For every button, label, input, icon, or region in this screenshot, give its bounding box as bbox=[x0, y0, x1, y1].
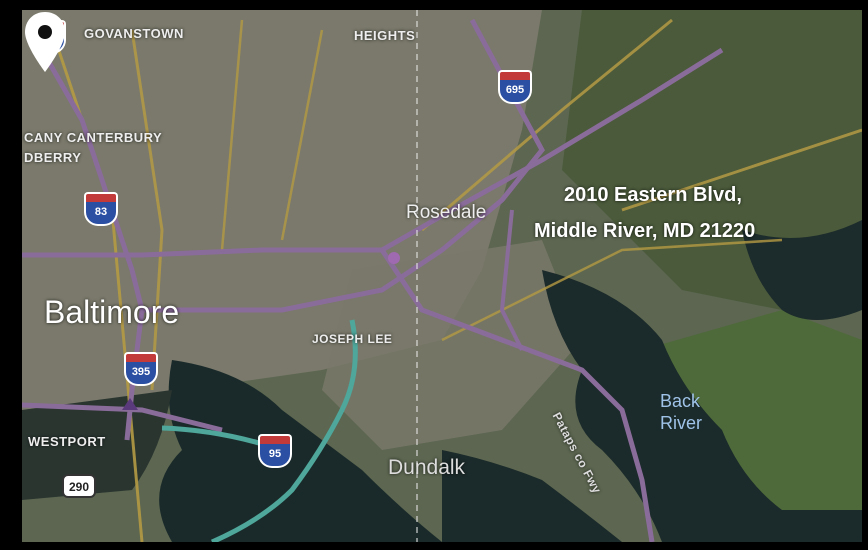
interstate-395-shield: 395 bbox=[124, 352, 158, 388]
label-canterbury: CANY CANTERBURY bbox=[24, 130, 163, 145]
interstate-95-shield: 95 bbox=[258, 434, 292, 470]
map-imagery bbox=[22, 10, 862, 542]
interstate-83-shield: 83 bbox=[84, 192, 118, 228]
us-route-290-shield: 290 bbox=[62, 474, 96, 498]
label-back-river: Back River bbox=[660, 391, 703, 433]
satellite-map[interactable]: GOVANSTOWN HEIGHTS CANY CANTERBURY DBERR… bbox=[22, 10, 862, 542]
label-govanstown: GOVANSTOWN bbox=[84, 26, 184, 41]
marker-address-line2: Middle River, MD 21220 bbox=[534, 220, 756, 242]
label-rosedale: Rosedale bbox=[406, 202, 487, 223]
marker-address-line1: 2010 Eastern Blvd, bbox=[564, 184, 742, 206]
label-baltimore: Baltimore bbox=[44, 294, 180, 330]
location-pin-icon[interactable] bbox=[22, 10, 68, 74]
interstate-695-shield: 695 bbox=[498, 70, 532, 106]
label-odberry: DBERRY bbox=[24, 150, 82, 165]
label-dundalk: Dundalk bbox=[388, 456, 466, 479]
label-heights: HEIGHTS bbox=[354, 28, 416, 43]
label-westport: WESTPORT bbox=[28, 434, 106, 449]
label-joseph-lee: JOSEPH LEE bbox=[312, 332, 393, 346]
